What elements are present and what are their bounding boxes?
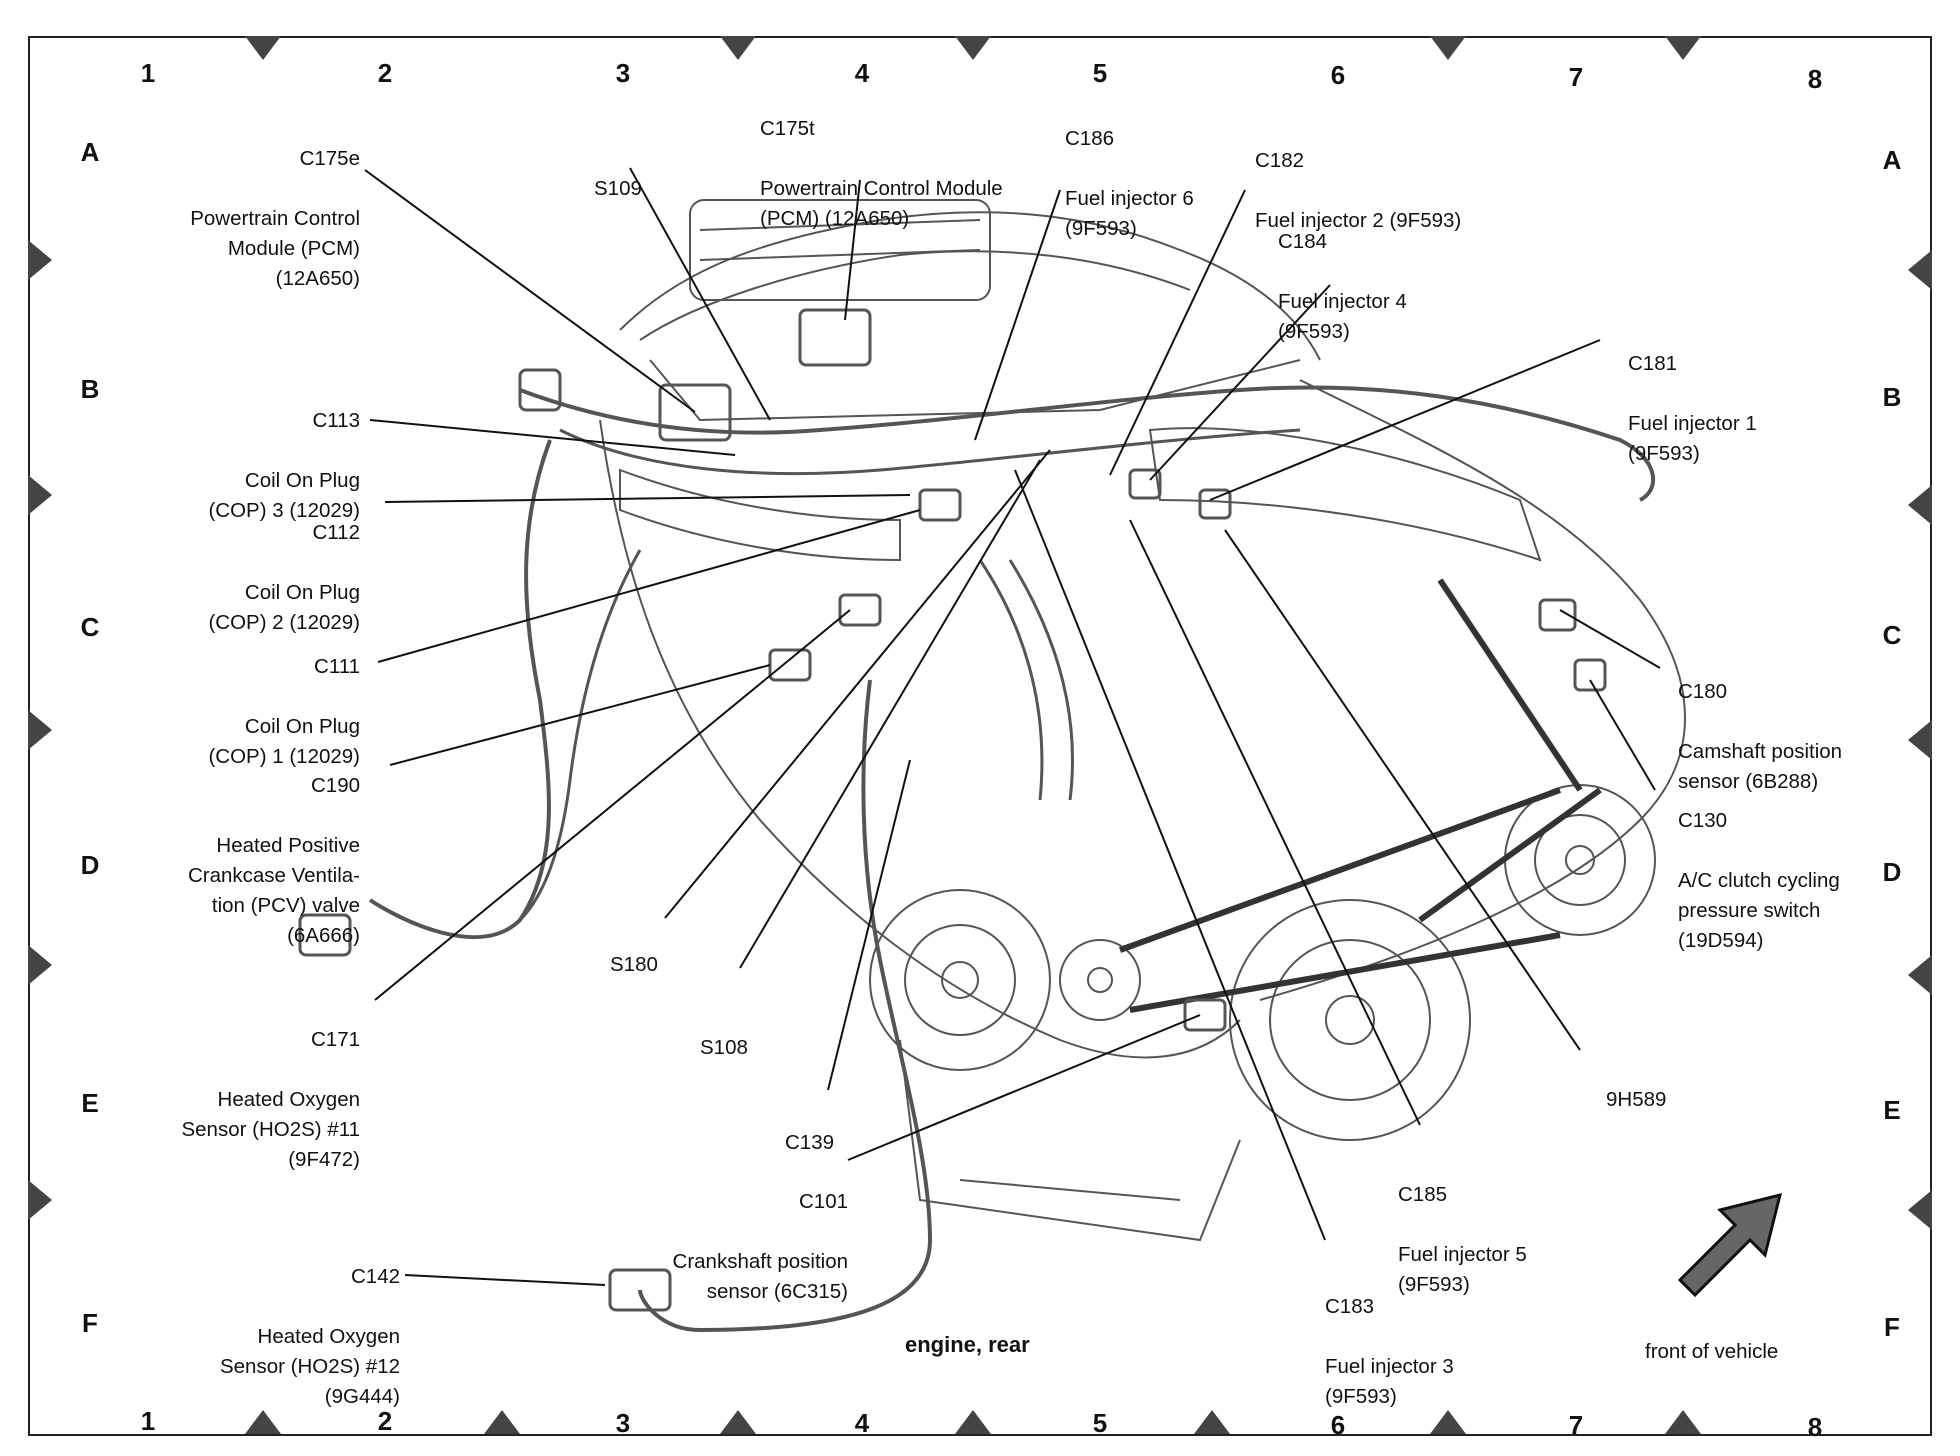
callout-c175e-code: C175e: [299, 147, 360, 170]
front-of-vehicle-label: front of vehicle: [1645, 1340, 1779, 1363]
callout-s108: S108: [700, 1003, 820, 1093]
grid-col-2-top: 2: [377, 58, 393, 88]
callout-c186-desc: Fuel injector 6 (9F593): [1065, 187, 1194, 240]
grid-row-c-left: C: [80, 612, 100, 642]
grid-col-1-bottom: 1: [140, 1406, 156, 1436]
callout-c171: C171 Heated Oxygen Sensor (HO2S) #11 (9F…: [130, 995, 360, 1205]
callout-c175e: C175e Powertrain Control Module (PCM) (1…: [100, 114, 360, 324]
callout-9h589: 9H589: [1606, 1055, 1746, 1145]
grid-col-8-bottom: 8: [1807, 1412, 1823, 1442]
callout-c112: C112 Coil On Plug (COP) 2 (12029): [130, 488, 360, 668]
callout-c183-desc: Fuel injector 3 (9F593): [1325, 1355, 1454, 1408]
callout-c180-code: C180: [1678, 680, 1728, 703]
callout-c182: C182 Fuel injector 2 (9F593): [1255, 116, 1515, 266]
grid-col-1-top: 1: [140, 58, 156, 88]
grid-row-d-left: D: [80, 850, 100, 880]
callout-c185: C185 Fuel injector 5 (9F593): [1398, 1150, 1598, 1330]
border-markers: [28, 36, 1932, 1434]
grid-row-e-left: E: [81, 1088, 99, 1118]
callout-c184-code: C184: [1278, 230, 1328, 253]
grid-row-a-left: A: [80, 137, 100, 167]
front-arrow-icon: [1677, 1192, 1783, 1298]
callout-c182-code: C182: [1255, 149, 1305, 172]
callout-c185-desc: Fuel injector 5 (9F593): [1398, 1243, 1527, 1296]
callout-c181: C181 Fuel injector 1 (9F593): [1628, 319, 1828, 499]
callout-c190-desc: Heated Positive Crankcase Ventila- tion …: [187, 834, 360, 947]
callout-s109-code: S109: [594, 177, 642, 200]
grid-col-7-bottom: 7: [1568, 1410, 1584, 1440]
callout-c175t: C175t Powertrain Control Module (PCM) (1…: [760, 84, 1060, 264]
callout-c190-code: C190: [310, 774, 360, 797]
callout-c101-code: C101: [798, 1190, 848, 1213]
grid-col-4-bottom: 4: [854, 1408, 870, 1438]
callout-c182-desc: Fuel injector 2 (9F593): [1255, 209, 1462, 232]
grid-col-5-top: 5: [1092, 58, 1108, 88]
callout-c180: C180 Camshaft position sensor (6B288): [1678, 647, 1918, 827]
grid-row-c-right: C: [1882, 620, 1902, 650]
callout-c185-code: C185: [1398, 1183, 1448, 1206]
grid-row-b-left: B: [80, 374, 100, 404]
callout-c130: C130 A/C clutch cycling pressure switch …: [1678, 776, 1918, 986]
callout-s180-code: S180: [610, 953, 658, 976]
callout-c130-desc: A/C clutch cycling pressure switch (19D5…: [1678, 869, 1840, 952]
callout-c142-code: C142: [350, 1265, 400, 1288]
callout-s108-code: S108: [700, 1036, 748, 1059]
callout-c181-desc: Fuel injector 1 (9F593): [1628, 412, 1757, 465]
callout-s109: S109: [594, 144, 714, 234]
callout-c113-code: C113: [312, 409, 361, 432]
callout-c171-desc: Heated Oxygen Sensor (HO2S) #11 (9F472): [181, 1088, 360, 1171]
callout-c175t-desc: Powertrain Control Module (PCM) (12A650): [760, 177, 1003, 230]
grid-row-a-right: A: [1882, 145, 1902, 175]
callout-c113: C113 Coil On Plug (COP) 3 (12029): [130, 376, 360, 556]
callout-c130-code: C130: [1678, 809, 1728, 832]
callout-c101-desc: Crankshaft position sensor (6C315): [672, 1250, 848, 1303]
callout-c101: C101 Crankshaft position sensor (6C315): [600, 1157, 848, 1337]
grid-row-f-right: F: [1884, 1312, 1900, 1342]
callout-c112-code: C112: [312, 521, 361, 544]
callout-s180: S180: [610, 920, 730, 1010]
callout-c142-desc: Heated Oxygen Sensor (HO2S) #12 (9G444): [219, 1325, 400, 1408]
callout-c112-desc: Coil On Plug (COP) 2 (12029): [208, 581, 360, 634]
grid-row-b-right: B: [1882, 382, 1902, 412]
grid-col-6-bottom: 6: [1330, 1410, 1346, 1440]
grid-col-6-top: 6: [1330, 60, 1346, 90]
callout-c171-code: C171: [310, 1028, 360, 1051]
grid-col-5-bottom: 5: [1092, 1408, 1108, 1438]
callout-c175e-desc: Powertrain Control Module (PCM) (12A650): [190, 207, 360, 290]
leader-lines: [364, 167, 1661, 1286]
grid-col-8-top: 8: [1807, 64, 1823, 94]
grid-row-d-right: D: [1882, 857, 1902, 887]
callout-c142: C142 Heated Oxygen Sensor (HO2S) #12 (9G…: [150, 1232, 400, 1442]
callout-c139-code: C139: [785, 1131, 835, 1154]
callout-c184-desc: Fuel injector 4 (9F593): [1278, 290, 1407, 343]
callout-c184: C184 Fuel injector 4 (9F593): [1278, 197, 1478, 377]
grid-row-e-right: E: [1883, 1095, 1901, 1125]
callout-c113-desc: Coil On Plug (COP) 3 (12029): [208, 469, 360, 522]
callout-c111: C111 Coil On Plug (COP) 1 (12029): [130, 622, 360, 802]
grid-col-3-top: 3: [615, 58, 631, 88]
callout-c183: C183 Fuel injector 3 (9F593): [1325, 1262, 1525, 1442]
callout-c181-code: C181: [1628, 352, 1678, 375]
callout-c186: C186 Fuel injector 6 (9F593): [1065, 94, 1255, 274]
grid-col-7-top: 7: [1568, 62, 1584, 92]
diagram-title: engine, rear: [905, 1332, 1030, 1357]
callout-9h589-code: 9H589: [1606, 1088, 1667, 1111]
grid-col-3-bottom: 3: [615, 1408, 631, 1438]
callout-c183-code: C183: [1325, 1295, 1375, 1318]
callout-c186-code: C186: [1065, 127, 1115, 150]
callout-c139: C139: [785, 1098, 905, 1188]
callout-c175t-code: C175t: [760, 117, 815, 140]
grid-col-4-top: 4: [854, 58, 870, 88]
callout-c111-desc: Coil On Plug (COP) 1 (12029): [208, 715, 360, 768]
grid-col-2-bottom: 2: [377, 1406, 393, 1436]
callout-c190: C190 Heated Positive Crankcase Ventila- …: [130, 741, 360, 981]
callout-c111-code: C111: [314, 655, 360, 678]
grid-row-f-left: F: [82, 1308, 98, 1338]
callout-c180-desc: Camshaft position sensor (6B288): [1678, 740, 1843, 793]
